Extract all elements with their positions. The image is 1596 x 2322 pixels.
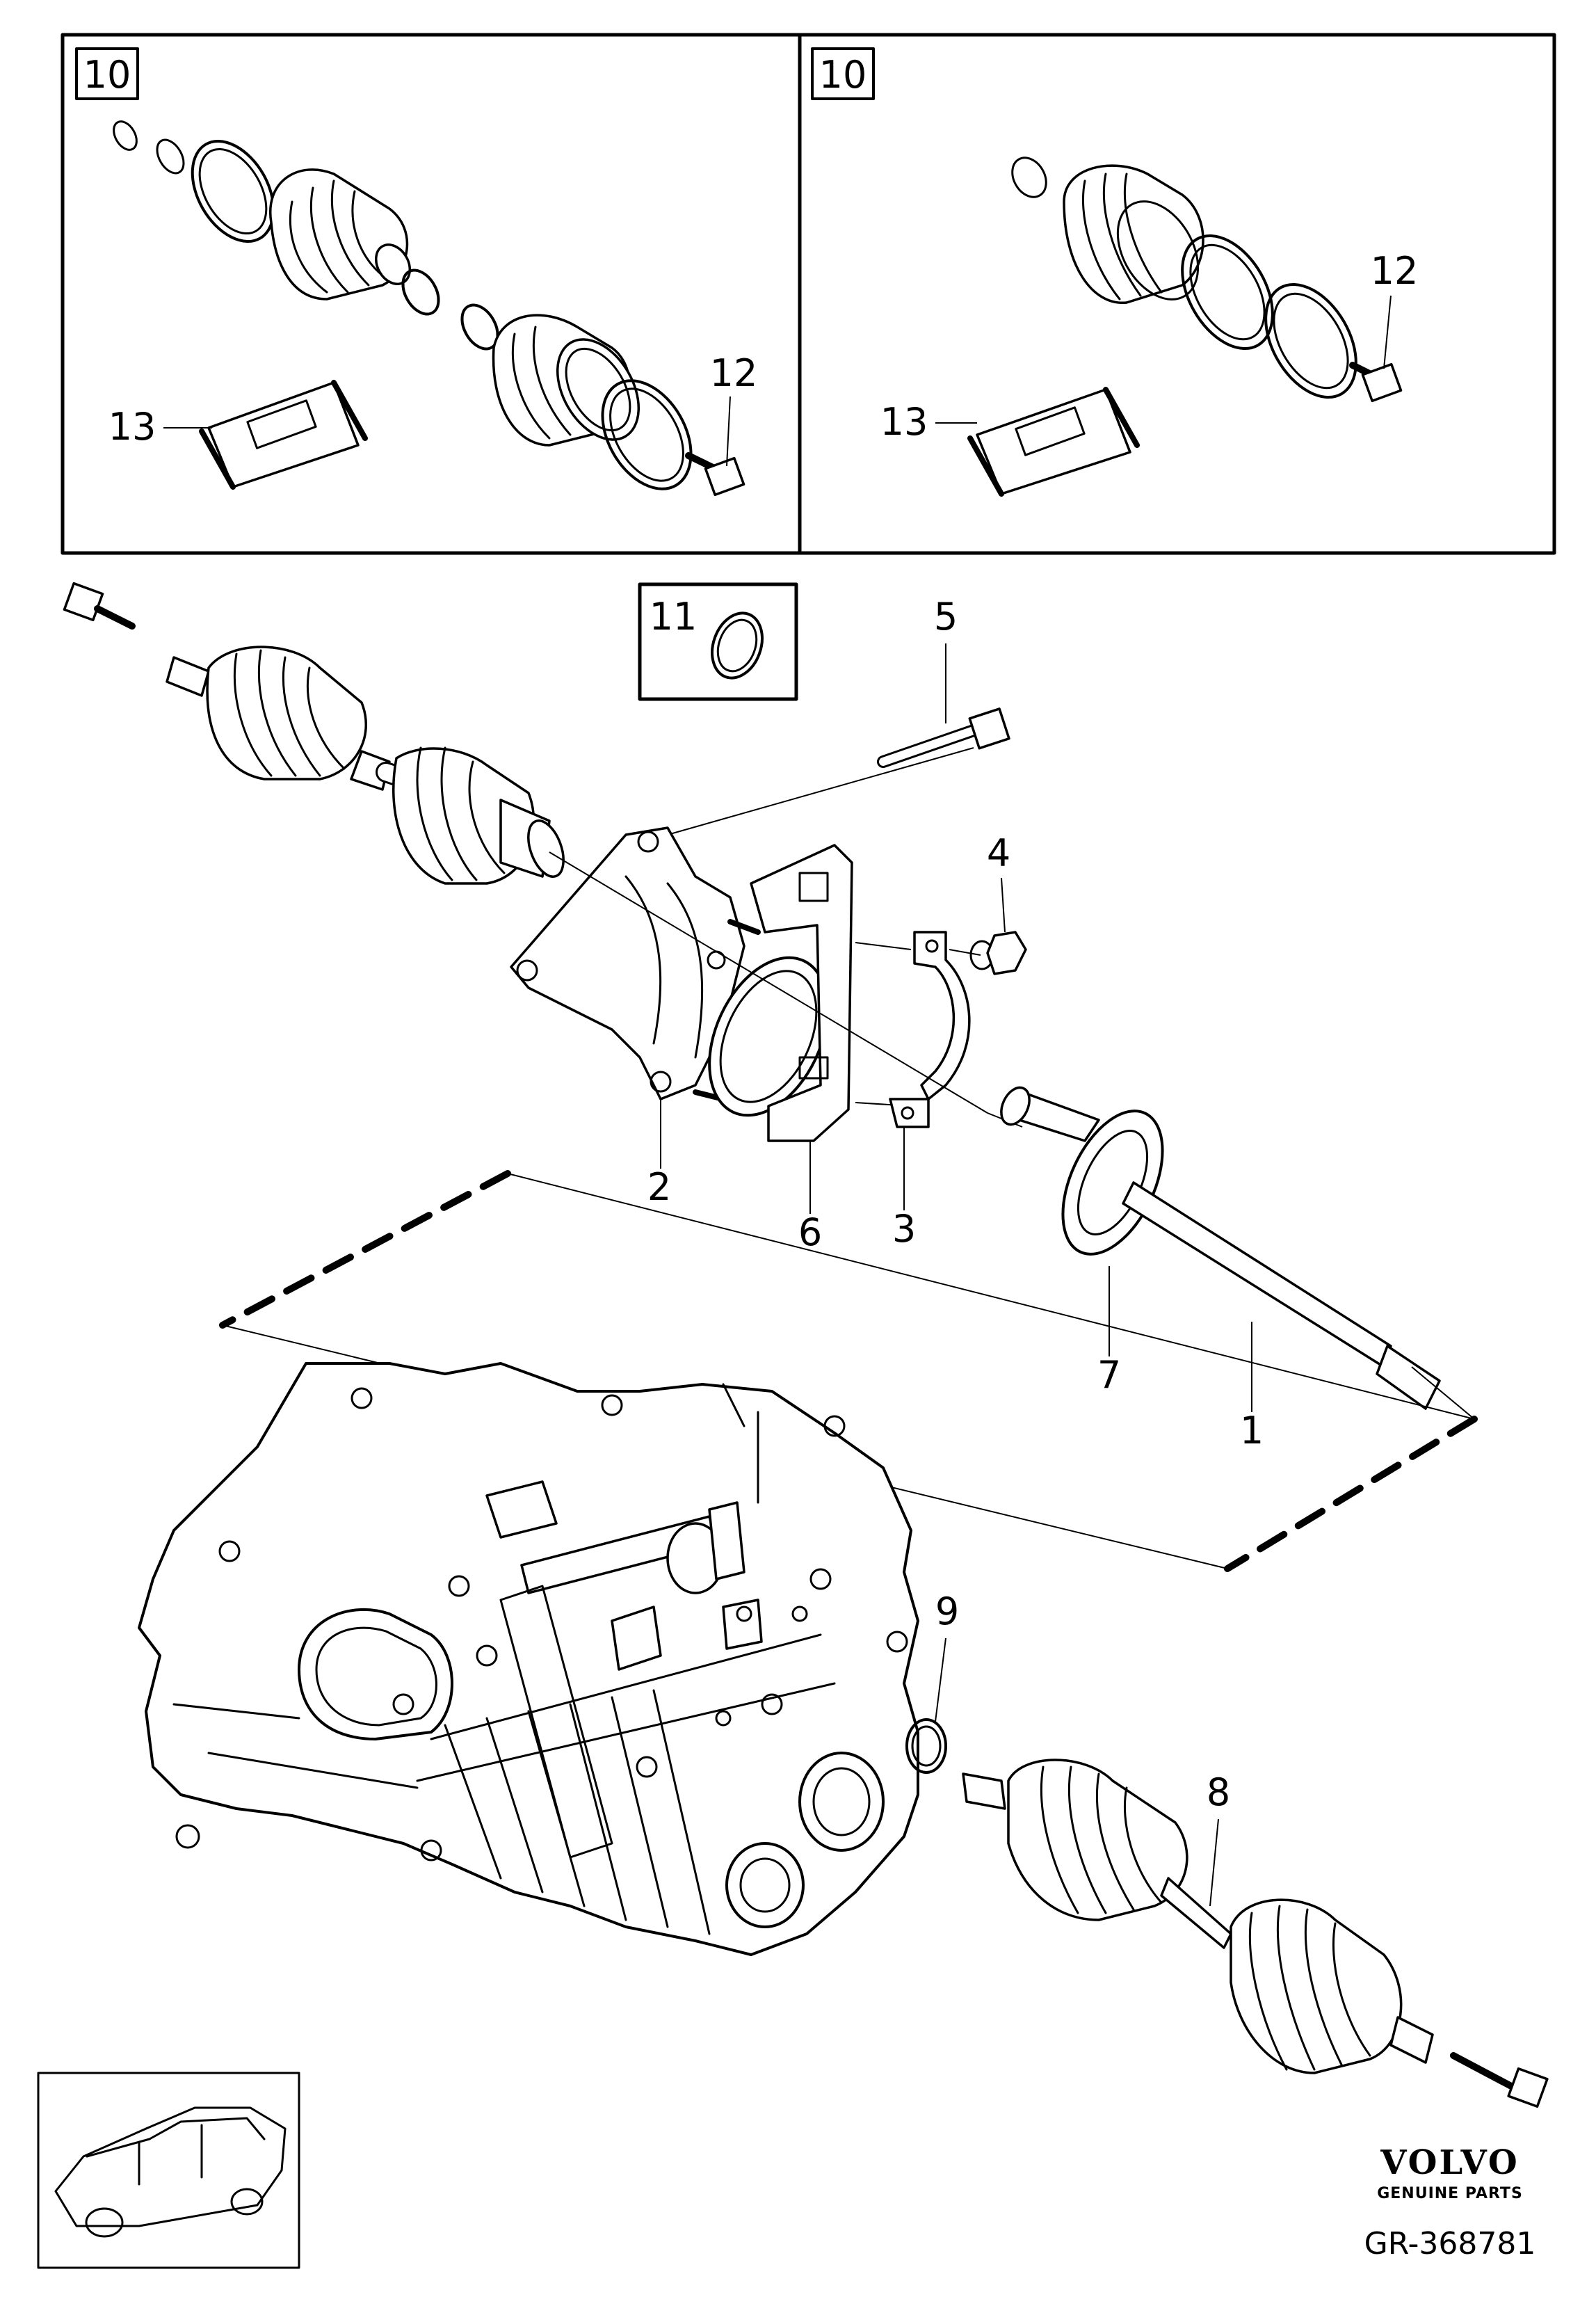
callout-13-left: 13 xyxy=(108,405,212,449)
svg-text:3: 3 xyxy=(892,1207,916,1251)
callout-3: 3 xyxy=(892,1127,916,1251)
boot-clamp-icon xyxy=(401,269,499,351)
outer-cv-boot-icon xyxy=(269,168,411,301)
svg-text:12: 12 xyxy=(710,351,758,395)
svg-text:9: 9 xyxy=(935,1590,959,1633)
bolt-icon xyxy=(1450,2052,1549,2108)
svg-text:2: 2 xyxy=(647,1165,671,1209)
svg-text:12: 12 xyxy=(1371,249,1419,293)
bolt-icon xyxy=(63,582,136,630)
outer-cv-boot-icon xyxy=(1063,164,1204,304)
vehicle-locator xyxy=(37,2072,300,2269)
transmission-housing xyxy=(138,1362,919,1956)
lower-drive-shaft xyxy=(962,1759,1549,2108)
brand-tagline: GENUINE PARTS xyxy=(1377,2185,1523,2202)
boot-clamp-icon xyxy=(1181,234,1357,399)
diagram-reference: GR-368781 xyxy=(1364,2226,1536,2261)
callout-9: 9 xyxy=(935,1590,959,1722)
callout-2: 2 xyxy=(647,1099,671,1209)
snap-ring-icon xyxy=(1011,157,1047,198)
callout-12-left: 12 xyxy=(710,351,758,467)
callout-1: 1 xyxy=(1240,1322,1264,1452)
long-bolt-icon xyxy=(877,707,1010,768)
upper-drive-shaft xyxy=(63,582,565,885)
callout-4: 4 xyxy=(987,831,1010,933)
nut-icon xyxy=(969,931,1027,975)
svg-text:10: 10 xyxy=(819,53,867,97)
bearing-strap-icon xyxy=(889,931,971,1128)
inner-cv-boot-icon xyxy=(492,314,640,447)
snap-ring-icon xyxy=(113,120,185,175)
callout-12-right: 12 xyxy=(1371,249,1419,369)
svg-text:1: 1 xyxy=(1240,1409,1264,1452)
intermediate-shaft xyxy=(1000,1086,1475,1420)
kit-box-left xyxy=(61,33,802,555)
callout-8: 8 xyxy=(1207,1770,1230,1907)
svg-text:11: 11 xyxy=(650,595,698,639)
svg-text:10: 10 xyxy=(83,53,131,97)
callout-6: 6 xyxy=(798,1141,822,1254)
kit-box-11 xyxy=(638,582,798,701)
callout-10-right: 10 xyxy=(811,47,875,100)
boot-clamp-icon xyxy=(191,139,275,243)
svg-text:6: 6 xyxy=(798,1210,822,1254)
callout-7: 7 xyxy=(1097,1266,1121,1397)
callout-11: 11 xyxy=(650,595,698,639)
svg-text:7: 7 xyxy=(1097,1353,1121,1397)
heat-shield-plate xyxy=(750,844,912,1142)
svg-text:13: 13 xyxy=(880,400,928,444)
kit-box-right xyxy=(798,33,1556,555)
bolt-icon xyxy=(685,452,745,497)
svg-text:4: 4 xyxy=(987,831,1010,875)
grease-packet-icon xyxy=(199,380,368,490)
brand-block: VOLVO GENUINE PARTS GR-368781 xyxy=(1364,2143,1536,2261)
grease-packet-icon xyxy=(967,387,1140,497)
support-bearing-icon xyxy=(708,956,829,1117)
bolt-icon xyxy=(1349,362,1403,403)
svg-text:8: 8 xyxy=(1207,1770,1230,1814)
callout-13-right: 13 xyxy=(880,400,977,444)
callout-10-left: 10 xyxy=(75,47,139,100)
svg-text:5: 5 xyxy=(934,595,958,639)
boot-clamp-icon xyxy=(601,379,693,490)
svg-text:13: 13 xyxy=(108,405,156,449)
brand-name: VOLVO xyxy=(1380,2143,1519,2182)
oil-seal-icon xyxy=(905,1718,947,1774)
callout-5: 5 xyxy=(934,595,958,723)
